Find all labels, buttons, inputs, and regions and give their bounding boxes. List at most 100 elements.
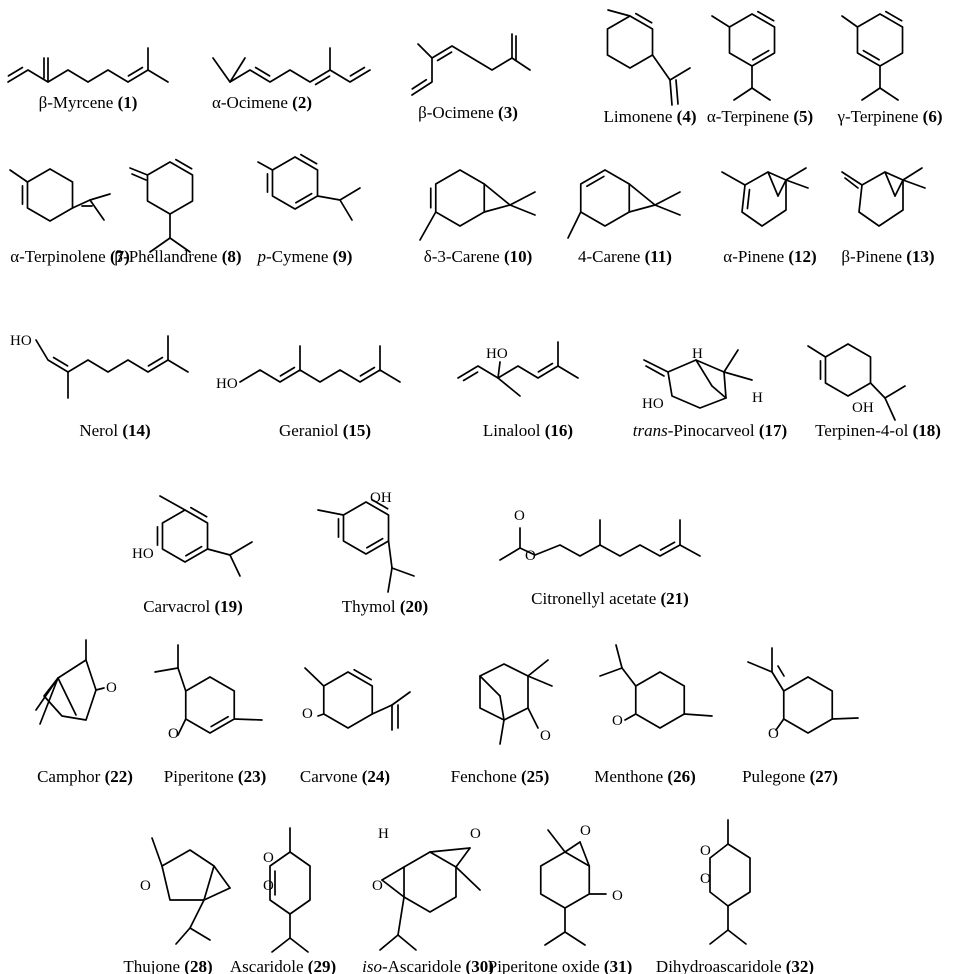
compound-number: (13) — [906, 247, 934, 266]
compound-label-11: 4-Carene (11) — [578, 247, 672, 266]
structure-12-br2 — [777, 179, 787, 197]
structure-12-db — [746, 188, 751, 210]
structure-19-d3 — [185, 545, 203, 557]
compound-label-16: Linalool (16) — [483, 421, 573, 440]
structure-28-cp — [213, 865, 231, 889]
structure-10-cp2 — [483, 204, 511, 213]
compound-label-25: Fenchone (25) — [451, 767, 550, 786]
compound-number: (1) — [118, 93, 138, 112]
compound-number: (28) — [184, 957, 212, 974]
structure-18-m1 — [884, 397, 896, 421]
structure-4-ring — [606, 15, 654, 69]
structure-24-iso — [371, 704, 393, 715]
compound-name: -Pinocarveol — [668, 421, 759, 440]
structure-17-m2 — [723, 371, 753, 381]
structure-22-br — [57, 677, 77, 716]
carvacrol-oh: HO — [132, 546, 154, 562]
pinocarveol-h1: H — [692, 346, 703, 362]
compound-name: β-Pinene — [841, 247, 906, 266]
structure-23-co — [177, 718, 187, 736]
structure-3-db2 — [436, 51, 453, 62]
structure-17-ch2 — [643, 359, 669, 373]
structure-3-chain — [411, 33, 513, 96]
structure-9-d3 — [295, 192, 313, 204]
structure-12-m1 — [785, 167, 807, 181]
structure-13-ch2 — [841, 171, 863, 186]
structure-10-m1 — [509, 191, 536, 206]
structure-23-me — [233, 718, 263, 721]
structure-10-me — [419, 211, 437, 241]
compound-name: β-Ocimene — [418, 103, 498, 122]
compound-name: Piperitone oxide — [488, 957, 604, 974]
structure-28-ring — [161, 849, 215, 901]
structure-4-ch2 — [669, 79, 673, 106]
structure-12-br — [767, 171, 779, 197]
compound-name: Menthone — [594, 767, 667, 786]
nerol-oh: HO — [10, 333, 32, 349]
structure-12-m2 — [785, 179, 809, 189]
structure-18-ring — [824, 343, 872, 397]
compound-number: (26) — [667, 767, 695, 786]
compound-label-29: Ascaridole (29) — [230, 957, 336, 974]
structure-3-me2 — [511, 57, 531, 71]
structure-30-me — [455, 866, 481, 891]
structure-32-m1 — [709, 929, 729, 945]
structure-8-dbx — [131, 173, 147, 181]
compound-label-4: Limonene (4) — [604, 107, 697, 126]
structure-19-iso — [206, 548, 231, 556]
compound-number: (9) — [333, 247, 353, 266]
compound-name: α-Ocimene — [212, 93, 292, 112]
structure-19-m2 — [229, 541, 253, 556]
compound-name: Thymol — [342, 597, 400, 616]
structure-27-me — [831, 717, 859, 720]
compound-label-prefix: p — [257, 247, 267, 266]
structure-20-iso — [387, 540, 393, 569]
structure-30-ep1 — [429, 847, 471, 853]
structure-1-tail — [47, 69, 169, 83]
structure-24-m — [391, 691, 411, 706]
structure-8-ch2 — [129, 167, 149, 176]
structure-31-m2 — [564, 931, 586, 946]
compound-number: (15) — [343, 421, 371, 440]
structure-32-m2 — [727, 929, 747, 945]
compound-number: (17) — [759, 421, 787, 440]
structure-6-ring — [856, 13, 904, 67]
compound-label-6: γ-Terpinene (6) — [837, 107, 943, 126]
citronellyl-o2: O — [525, 548, 536, 564]
compound-label-32: Dihydroascaridole (32) — [656, 957, 814, 974]
structure-28-iso — [189, 899, 205, 929]
structure-28-m2 — [189, 927, 211, 941]
compound-number: (2) — [292, 93, 312, 112]
compound-number: (18) — [913, 421, 941, 440]
structure-9-ring — [271, 156, 319, 210]
structure-5-m1 — [733, 87, 753, 101]
piperitone-o: O — [168, 726, 179, 742]
structure-30-iso — [397, 896, 405, 936]
structure-26-m1 — [599, 667, 623, 677]
structure-2-db3 — [349, 66, 366, 77]
compound-name: Nerol — [79, 421, 122, 440]
pulegone-o: O — [768, 726, 779, 742]
compound-label-23: Piperitone (23) — [164, 767, 266, 786]
ascaridole-o2: O — [263, 878, 274, 894]
structure-26-me — [683, 713, 713, 717]
geraniol-oh: HO — [216, 376, 238, 392]
structure-19-m1 — [229, 554, 241, 577]
compound-label-prefix: iso — [362, 957, 382, 974]
compound-name: Ascaridole — [230, 957, 308, 974]
structure-31-me — [547, 829, 566, 853]
structure-13-m1 — [902, 167, 923, 181]
structure-7-x — [71, 199, 91, 209]
structure-19-ring — [161, 509, 209, 563]
compound-number: (12) — [788, 247, 816, 266]
compound-number: (4) — [677, 107, 697, 126]
compound-label-14: Nerol (14) — [79, 421, 150, 440]
structure-28-m1 — [175, 927, 191, 945]
structure-25-m2 — [527, 675, 553, 687]
structure-22-m2 — [39, 677, 59, 725]
isoascaridole-o1: O — [470, 826, 481, 842]
compound-name: α-Terpinolene — [10, 247, 110, 266]
compound-name: β-Phellandrene — [114, 247, 221, 266]
structure-29-ring — [269, 851, 311, 915]
structure-28-cp2 — [203, 887, 231, 901]
